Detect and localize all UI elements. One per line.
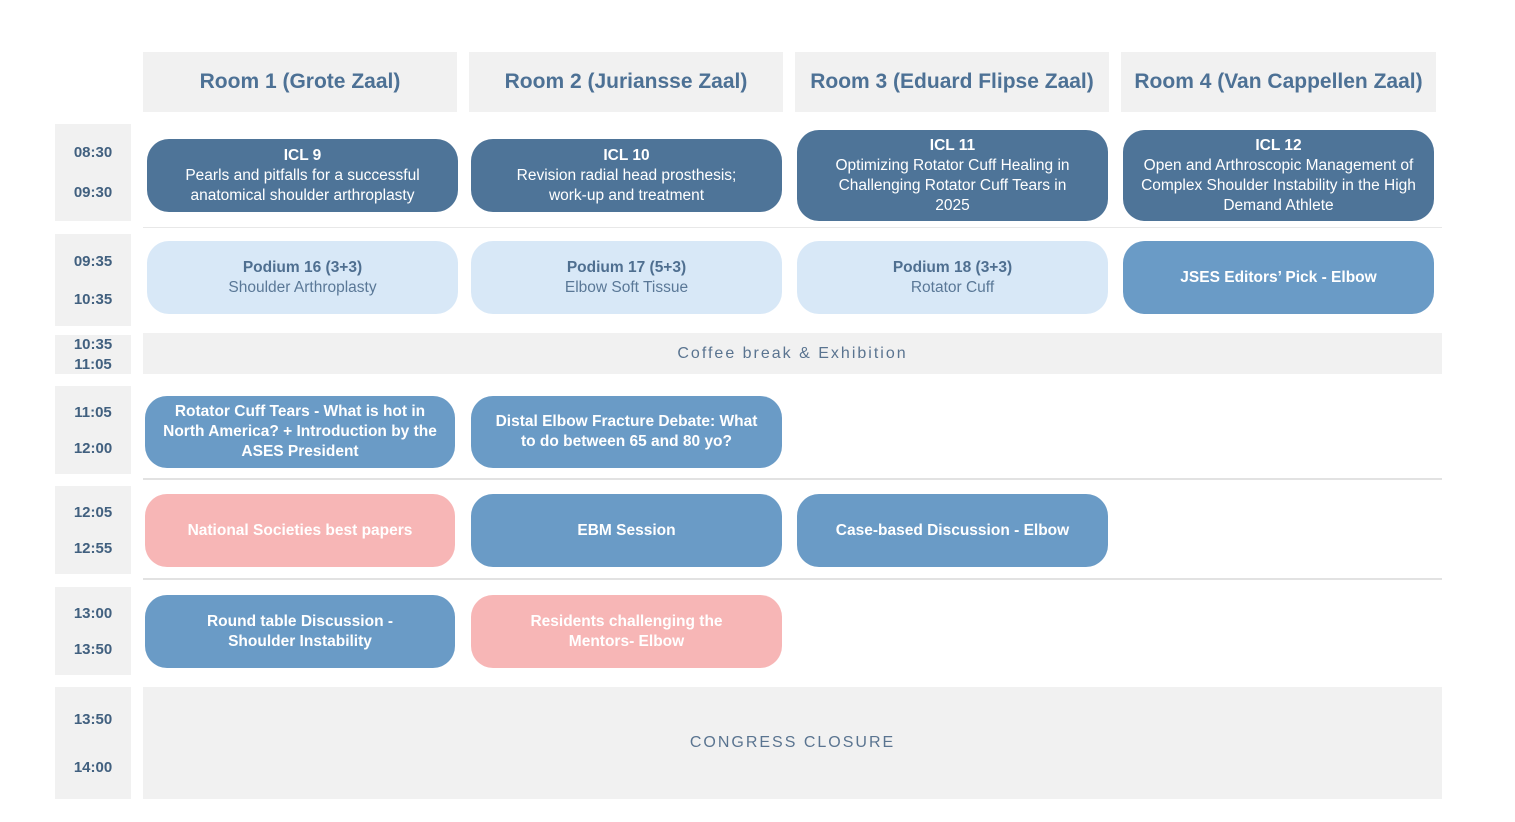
session-title: JSES Editors’ Pick - Elbow [1180,268,1377,286]
session-title: Podium 17 (5+3) [566,258,687,276]
session-rotator-cuff-tears[interactable]: Rotator Cuff Tears - What is hot in Nort… [145,396,455,468]
session-title: ICL 9 [283,146,322,164]
session-text: Open and Arthroscopic Management of Comp… [1141,156,1416,214]
session-icl-12[interactable]: ICL 12 Open and Arthroscopic Management … [1123,130,1434,221]
time-slot-5: 12:05 12:55 [55,486,131,574]
room-header-1: Room 1 (Grote Zaal) [143,52,457,112]
session-podium-16[interactable]: Podium 16 (3+3) Shoulder Arthroplasty [147,241,458,314]
row-divider [143,478,1442,480]
row-divider [143,227,1442,228]
session-title: EBM Session [577,521,676,539]
time-start: 10:35 [73,335,113,353]
session-round-table[interactable]: Round table Discussion - Shoulder Instab… [145,595,455,668]
time-end: 12:55 [73,539,113,557]
coffee-break-band: Coffee break & Exhibition [143,333,1442,374]
session-title: Rotator Cuff Tears - What is hot in Nort… [163,403,437,460]
session-national-societies[interactable]: National Societies best papers [145,494,455,567]
session-text: Revision radial head prosthesis; work-up… [516,166,737,204]
session-podium-18[interactable]: Podium 18 (3+3) Rotator Cuff [797,241,1108,314]
time-start: 13:00 [73,604,113,622]
session-text: Shoulder Arthroplasty [228,278,377,296]
time-end: 10:35 [73,290,113,308]
coffee-break-label: Coffee break & Exhibition [677,344,908,362]
session-distal-elbow-debate[interactable]: Distal Elbow Fracture Debate: What to do… [471,396,782,468]
session-text: Elbow Soft Tissue [564,278,689,296]
closure-label: CONGRESS CLOSURE [689,734,896,751]
session-title: Podium 18 (3+3) [892,258,1013,276]
session-title: Residents challenging the Mentors- Elbow [530,612,723,650]
session-icl-9[interactable]: ICL 9 Pearls and pitfalls for a successf… [147,139,458,212]
row-divider [143,578,1442,580]
room-header-2: Room 2 (Juriansse Zaal) [469,52,783,112]
session-title: Case-based Discussion - Elbow [835,521,1070,539]
session-title: National Societies best papers [187,521,413,539]
session-title: ICL 12 [1255,136,1302,154]
time-end: 11:05 [74,355,112,373]
session-icl-11[interactable]: ICL 11 Optimizing Rotator Cuff Healing i… [797,130,1108,221]
session-residents-mentors[interactable]: Residents challenging the Mentors- Elbow [471,595,782,668]
room-header-4: Room 4 (Van Cappellen Zaal) [1121,52,1436,112]
session-title: Podium 16 (3+3) [242,258,363,276]
session-podium-17[interactable]: Podium 17 (5+3) Elbow Soft Tissue [471,241,782,314]
session-title: Round table Discussion - Shoulder Instab… [206,612,393,650]
time-slot-3: 10:35 11:05 [55,335,131,374]
time-start: 12:05 [73,503,113,521]
time-start: 11:05 [74,403,112,421]
time-slot-4: 11:05 12:00 [55,386,131,474]
time-end: 12:00 [73,439,113,457]
session-title: Distal Elbow Fracture Debate: What to do… [495,413,758,450]
session-title: ICL 10 [603,146,650,164]
time-slot-7: 13:50 14:00 [55,687,131,799]
session-ebm[interactable]: EBM Session [471,494,782,567]
session-text: Optimizing Rotator Cuff Healing in Chall… [835,156,1070,214]
congress-closure-band: CONGRESS CLOSURE [143,687,1442,799]
time-end: 09:30 [73,184,113,202]
time-end: 13:50 [73,640,113,658]
time-start: 13:50 [73,710,113,728]
time-start: 08:30 [73,143,113,161]
time-start: 09:35 [73,252,113,270]
session-title: ICL 11 [929,136,976,154]
session-text: Pearls and pitfalls for a successful ana… [185,166,420,204]
time-slot-1: 08:30 09:30 [55,124,131,221]
session-icl-10[interactable]: ICL 10 Revision radial head prosthesis; … [471,139,782,212]
time-slot-2: 09:35 10:35 [55,234,131,326]
room-header-3: Room 3 (Eduard Flipse Zaal) [795,52,1109,112]
time-end: 14:00 [73,758,113,776]
session-case-based-elbow[interactable]: Case-based Discussion - Elbow [797,494,1108,567]
time-slot-6: 13:00 13:50 [55,587,131,675]
session-text: Rotator Cuff [910,278,995,296]
session-jses-editors-pick[interactable]: JSES Editors’ Pick - Elbow [1123,241,1434,314]
